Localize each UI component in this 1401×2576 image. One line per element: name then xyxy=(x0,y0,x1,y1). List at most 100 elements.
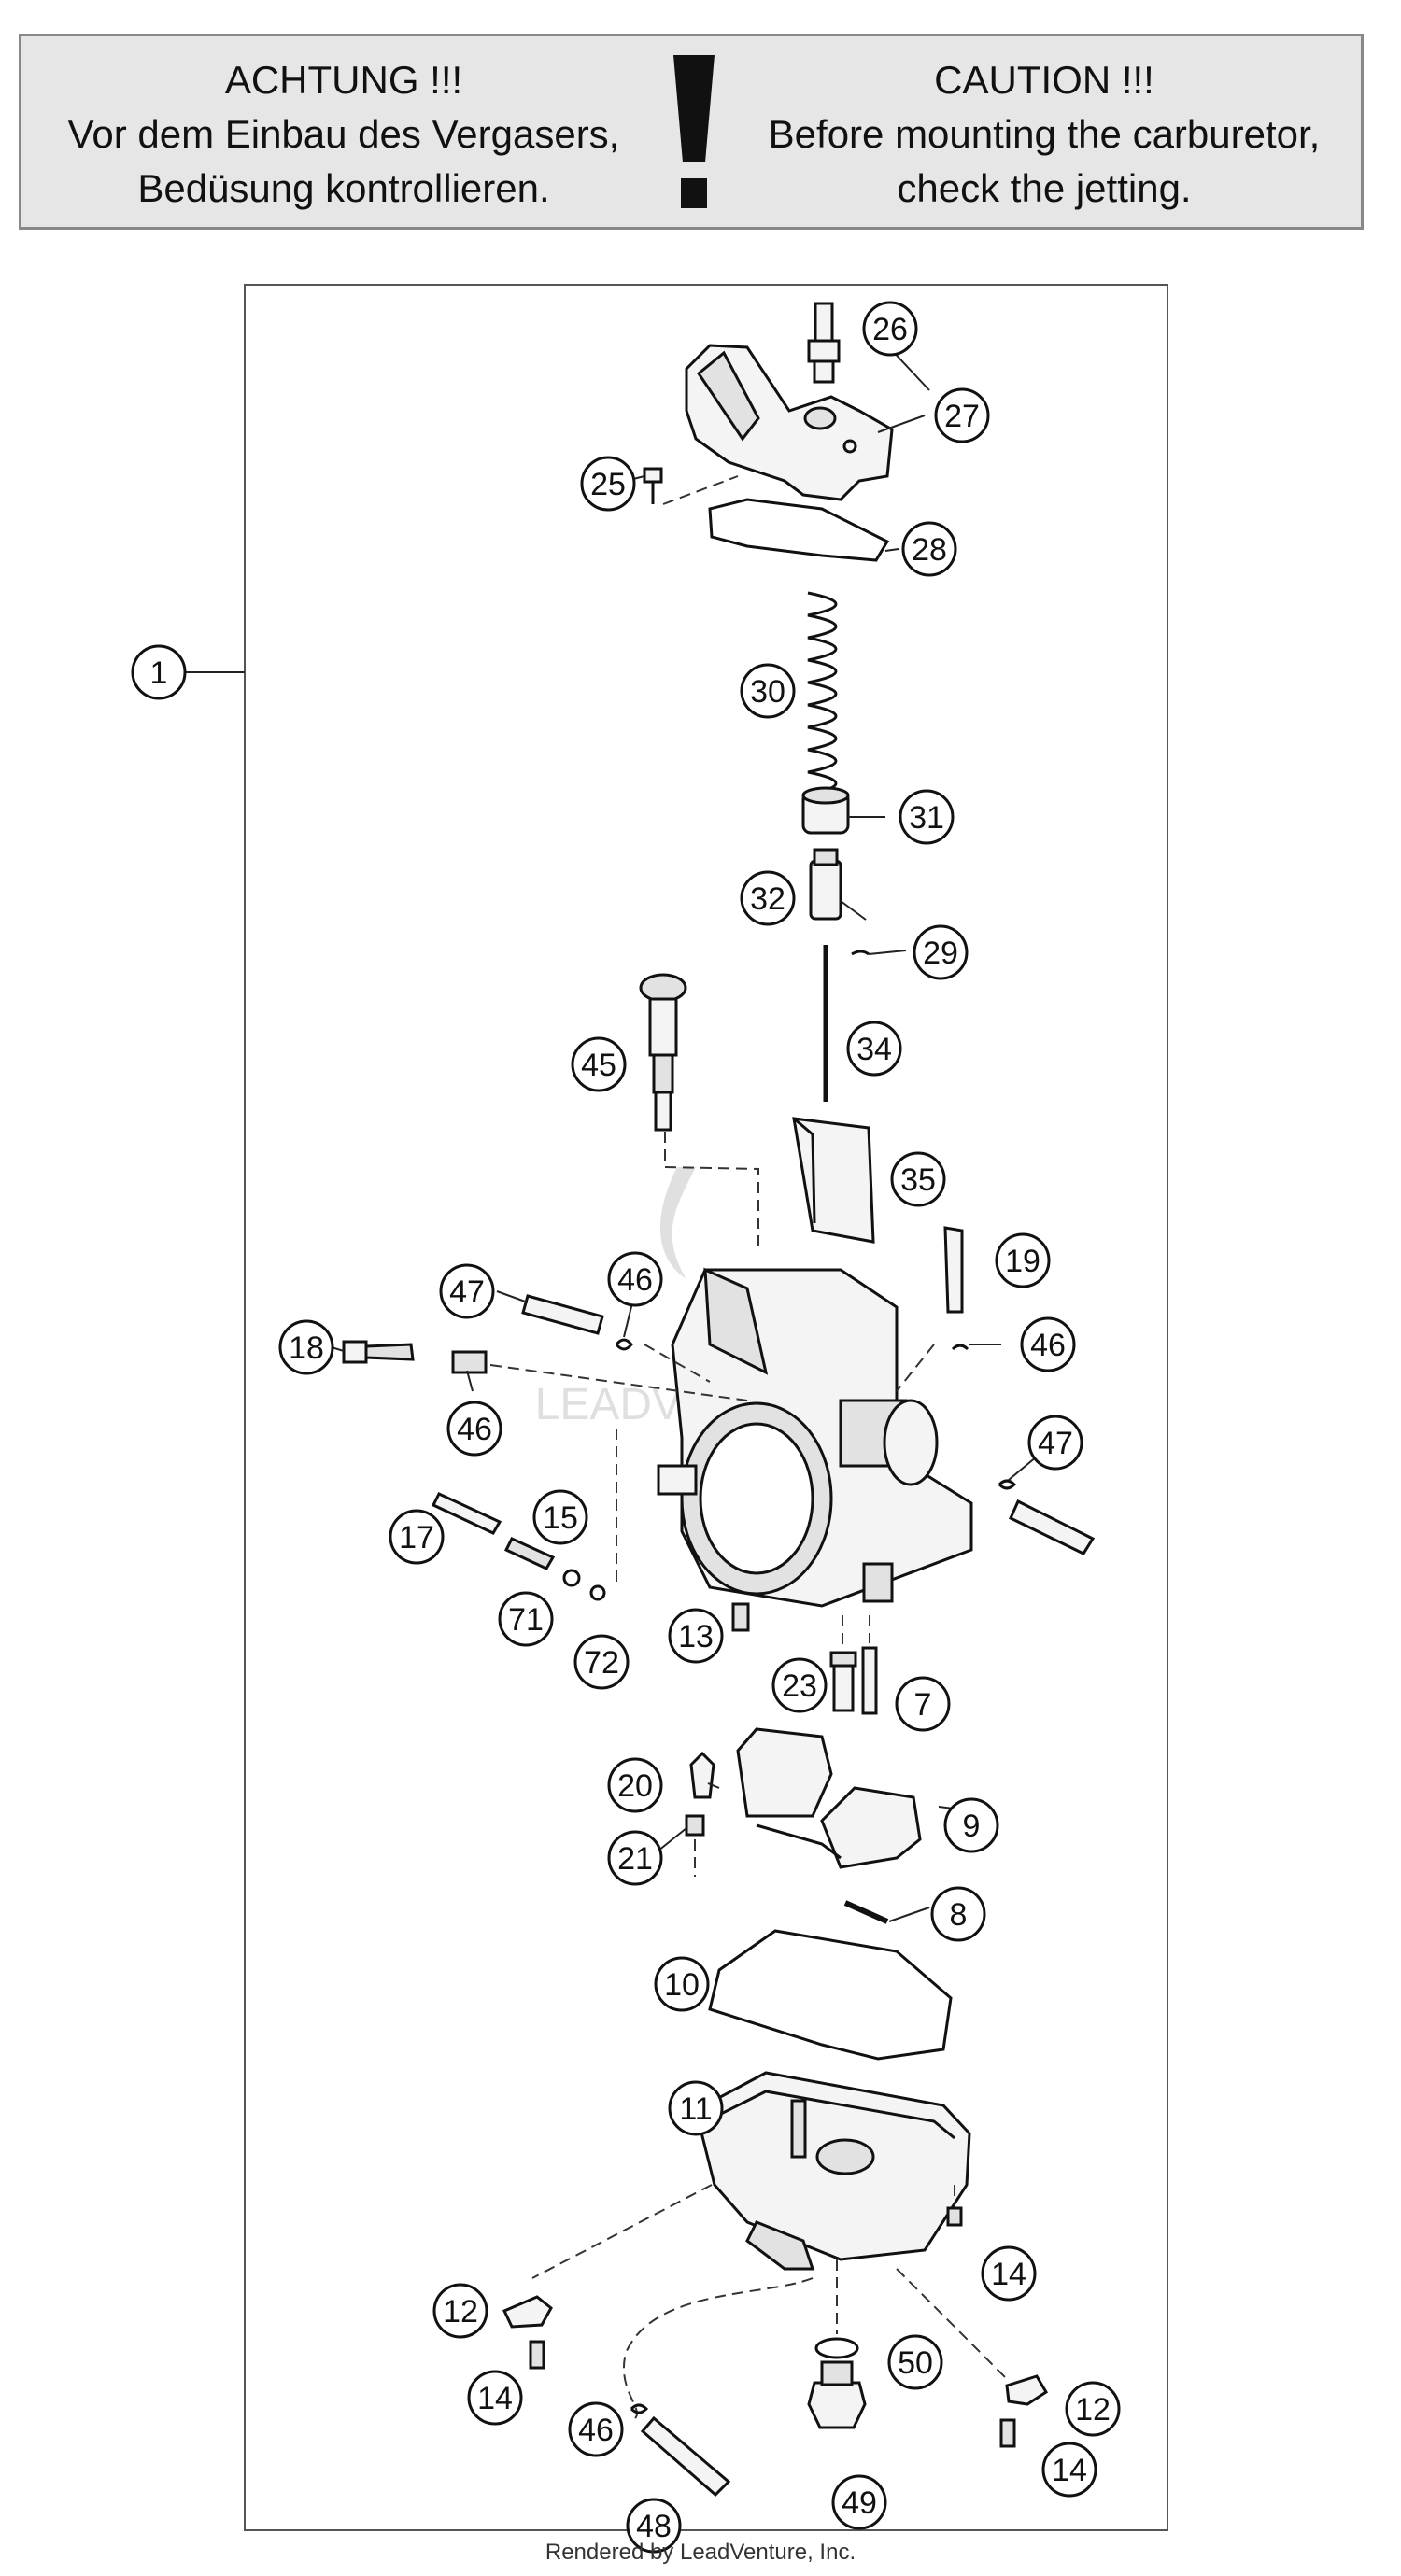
part-49-drain-plug xyxy=(807,2360,867,2429)
part-32-needle-holder xyxy=(809,848,842,921)
callout-circle xyxy=(626,2498,682,2554)
callout-circle xyxy=(467,2370,523,2426)
part-19-screw xyxy=(342,1340,415,1364)
part-45-air-screw-adjuster xyxy=(639,973,687,1132)
callout-number: 30 xyxy=(750,674,785,710)
callout-31: 31 xyxy=(899,789,955,845)
callout-27: 27 xyxy=(934,387,990,443)
callout-47: 47 xyxy=(439,1263,495,1319)
callout-35: 35 xyxy=(890,1151,946,1207)
callout-circle xyxy=(981,2245,1037,2302)
callout-circle xyxy=(278,1319,334,1375)
callout-circle xyxy=(862,301,918,357)
part-46-clamp xyxy=(615,1338,633,1351)
callout-circle xyxy=(573,1634,630,1690)
footer-credit: Rendered by LeadVenture, Inc. xyxy=(545,2540,856,2565)
callout-50: 50 xyxy=(887,2334,943,2390)
callout-28: 28 xyxy=(901,521,957,577)
part-27-top-cover xyxy=(685,344,894,501)
callout-circle xyxy=(607,1251,663,1307)
callout-circle xyxy=(1027,1415,1083,1471)
callout-number: 49 xyxy=(842,2485,877,2521)
part-17-pilot-screw xyxy=(431,1492,502,1535)
part-28-gasket xyxy=(708,498,890,562)
part-26-nipple xyxy=(807,302,841,384)
part-29-needle-clip xyxy=(851,950,870,956)
callout-number: 27 xyxy=(944,399,980,434)
part-11-float-bowl xyxy=(694,2071,971,2271)
callout-circle xyxy=(943,1797,999,1853)
callout-25: 25 xyxy=(580,456,636,512)
callout-number: 26 xyxy=(872,312,908,347)
part-14-screw-left xyxy=(529,2340,545,2370)
callout-number: 28 xyxy=(912,532,947,568)
part-10-float-bowl-gasket xyxy=(708,1929,953,2061)
part-13-jet xyxy=(731,1602,750,1632)
callout-72: 72 xyxy=(573,1634,630,1690)
callout-circle xyxy=(389,1509,445,1565)
part-72-o-ring xyxy=(589,1584,606,1601)
callout-circle xyxy=(654,1956,710,2012)
callout-46: 46 xyxy=(446,1401,502,1457)
assembly-frame xyxy=(244,284,1168,2531)
callout-9: 9 xyxy=(943,1797,999,1853)
caution-banner: ACHTUNG !!! Vor dem Einbau des Vergasers… xyxy=(19,34,1364,230)
callout-number: 25 xyxy=(590,467,626,502)
part-46-clamp-right xyxy=(951,1344,969,1351)
callout-number: 15 xyxy=(543,1500,578,1536)
callout-48: 48 xyxy=(626,2498,682,2554)
callout-circle xyxy=(532,1489,588,1545)
callout-circle xyxy=(901,521,957,577)
callout-46: 46 xyxy=(568,2401,624,2457)
callout-number: 21 xyxy=(617,1841,653,1877)
callout-number: 47 xyxy=(1038,1426,1073,1461)
part-8-float-pin xyxy=(843,1900,889,1924)
callout-circle xyxy=(668,1608,724,1664)
callout-30: 30 xyxy=(740,663,796,719)
callout-21: 21 xyxy=(607,1830,663,1886)
callout-circle xyxy=(668,2080,724,2136)
callout-18: 18 xyxy=(278,1319,334,1375)
part-46-clamp-bottom xyxy=(630,2403,649,2414)
callout-17: 17 xyxy=(389,1509,445,1565)
callout-number: 50 xyxy=(898,2345,933,2381)
callout-number: 46 xyxy=(457,1412,492,1447)
callout-71: 71 xyxy=(498,1591,554,1647)
part-12-bracket-left xyxy=(502,2295,553,2329)
part-25-screw xyxy=(643,467,663,504)
caution-german-line-1: Vor dem Einbau des Vergasers, xyxy=(67,112,620,156)
callout-14: 14 xyxy=(1041,2442,1097,2498)
callout-number: 17 xyxy=(399,1520,434,1555)
caution-english-title: CAUTION !!! xyxy=(934,58,1154,102)
callout-circle xyxy=(1020,1316,1076,1372)
callout-8: 8 xyxy=(930,1886,986,1942)
part-35-throttle-slide xyxy=(792,1117,875,1244)
callout-circle xyxy=(895,1676,951,1732)
callout-46: 46 xyxy=(1020,1316,1076,1372)
callout-number: 72 xyxy=(584,1645,619,1681)
callout-circle xyxy=(446,1401,502,1457)
callout-12: 12 xyxy=(1065,2381,1121,2437)
callout-number: 12 xyxy=(1075,2392,1111,2428)
callout-number: 32 xyxy=(750,881,785,917)
callout-number: 29 xyxy=(923,936,958,971)
callout-circle xyxy=(934,387,990,443)
callout-circle xyxy=(887,2334,943,2390)
caution-english-text: CAUTION !!! Before mounting the carburet… xyxy=(731,53,1357,216)
callout-circle xyxy=(995,1232,1051,1288)
callout-circle xyxy=(1041,2442,1097,2498)
part-15-spring xyxy=(503,1537,556,1570)
part-20-valve xyxy=(689,1751,715,1799)
callout-circle xyxy=(568,2401,624,2457)
callout-circle xyxy=(831,2474,887,2530)
callout-circle xyxy=(498,1591,554,1647)
callout-14: 14 xyxy=(981,2245,1037,2302)
callout-number: 13 xyxy=(678,1619,714,1654)
callout-32: 32 xyxy=(740,870,796,926)
callout-circle xyxy=(740,663,796,719)
part-23-jet xyxy=(829,1651,857,1712)
callout-number: 20 xyxy=(617,1768,653,1804)
callout-number: 46 xyxy=(617,1262,653,1298)
callout-13: 13 xyxy=(668,1608,724,1664)
